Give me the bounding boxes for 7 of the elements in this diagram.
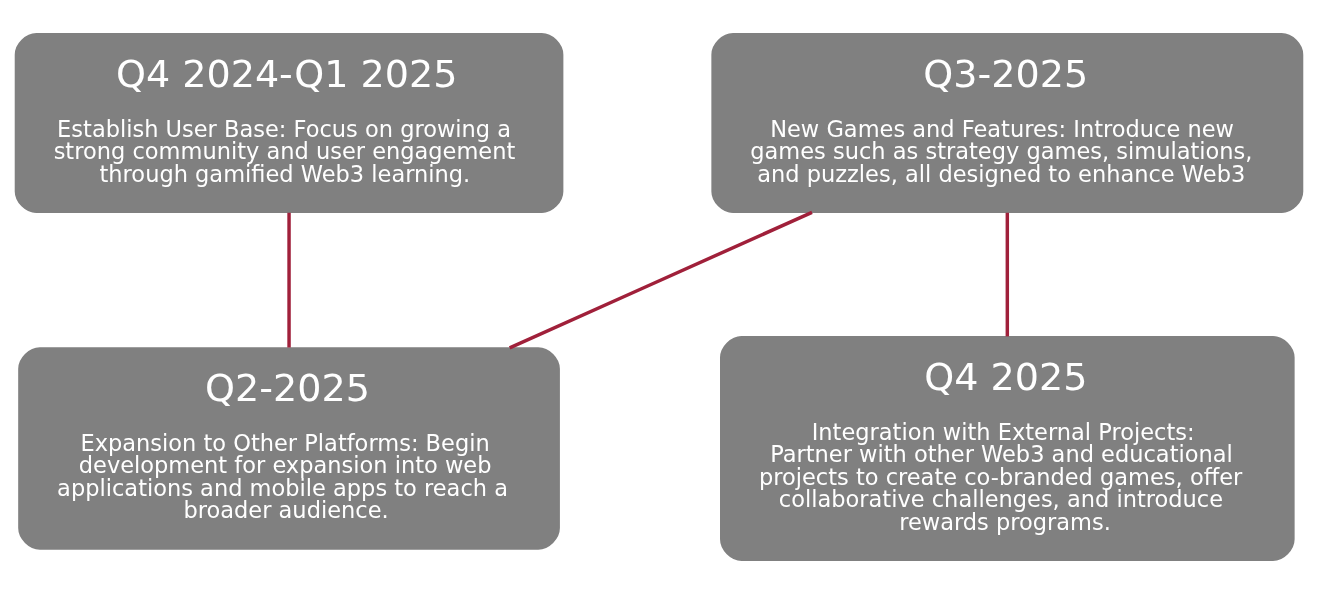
node-box: Q2-2025 Expansion to Other Platforms: Begin development for expansion into web applications and mobile apps to reach a broader audience. <box>18 347 560 550</box>
node-box: Q4 2025 Integration with External Projects: Partner with other Web3 and educational projects to create co-branded games, offer collaborative challenges, and introduce rewards programs. <box>720 335 1295 561</box>
connector <box>287 212 291 348</box>
connector <box>1005 212 1010 337</box>
connector <box>508 210 813 350</box>
node-box: Q4 2024-Q1 2025 Establish User Base: Focus on growing a strong community and user engagement through gamified Web3 learning. <box>14 33 564 214</box>
node-box: Q3-2025 New Games and Features: Introduce new games such as strategy games, simulations, and puzzles, all designed to enhance Web3 <box>711 33 1304 214</box>
